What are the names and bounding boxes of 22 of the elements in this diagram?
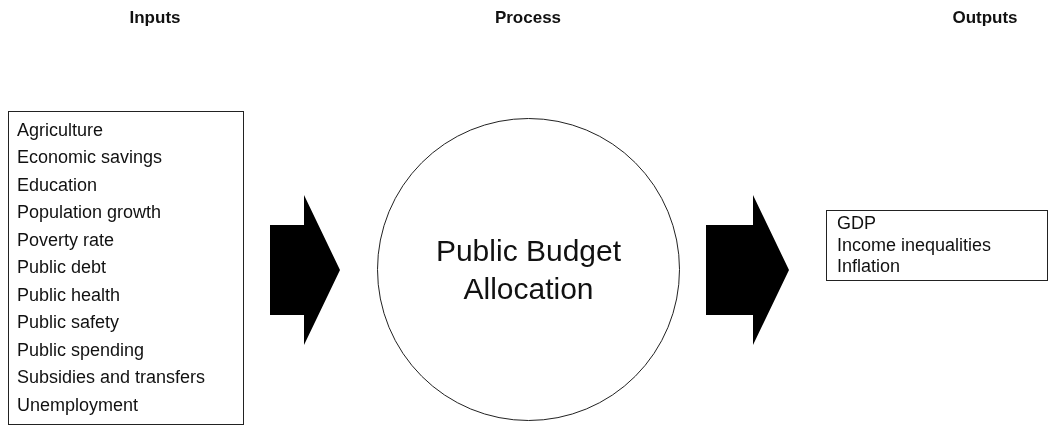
- list-item: Public debt: [17, 256, 108, 280]
- block-arrow: [706, 195, 789, 345]
- list-item: Public safety: [17, 311, 121, 335]
- list-item: GDP: [837, 213, 877, 235]
- process-label: Public Budget Allocation: [434, 232, 623, 307]
- block-arrow: [270, 195, 340, 345]
- outputs-box: [826, 210, 1048, 281]
- list-item: Unemployment: [17, 393, 140, 417]
- list-item: Poverty rate: [17, 228, 116, 252]
- list-item: Income inequalities: [837, 234, 993, 257]
- list-item: Subsidies and transfers: [17, 366, 207, 390]
- list-item: Public health: [17, 283, 122, 307]
- column-heading: Process: [494, 8, 562, 28]
- list-item: Economic savings: [17, 146, 164, 170]
- list-item: Inflation: [837, 256, 902, 278]
- column-heading: Inputs: [129, 8, 181, 28]
- list-item: Population growth: [17, 201, 163, 225]
- list-item: Agriculture: [17, 118, 105, 142]
- list-item: Education: [17, 173, 99, 197]
- column-heading: Outputs: [952, 8, 1018, 28]
- inputs-box: [8, 111, 244, 425]
- list-item: Public spending: [17, 338, 146, 362]
